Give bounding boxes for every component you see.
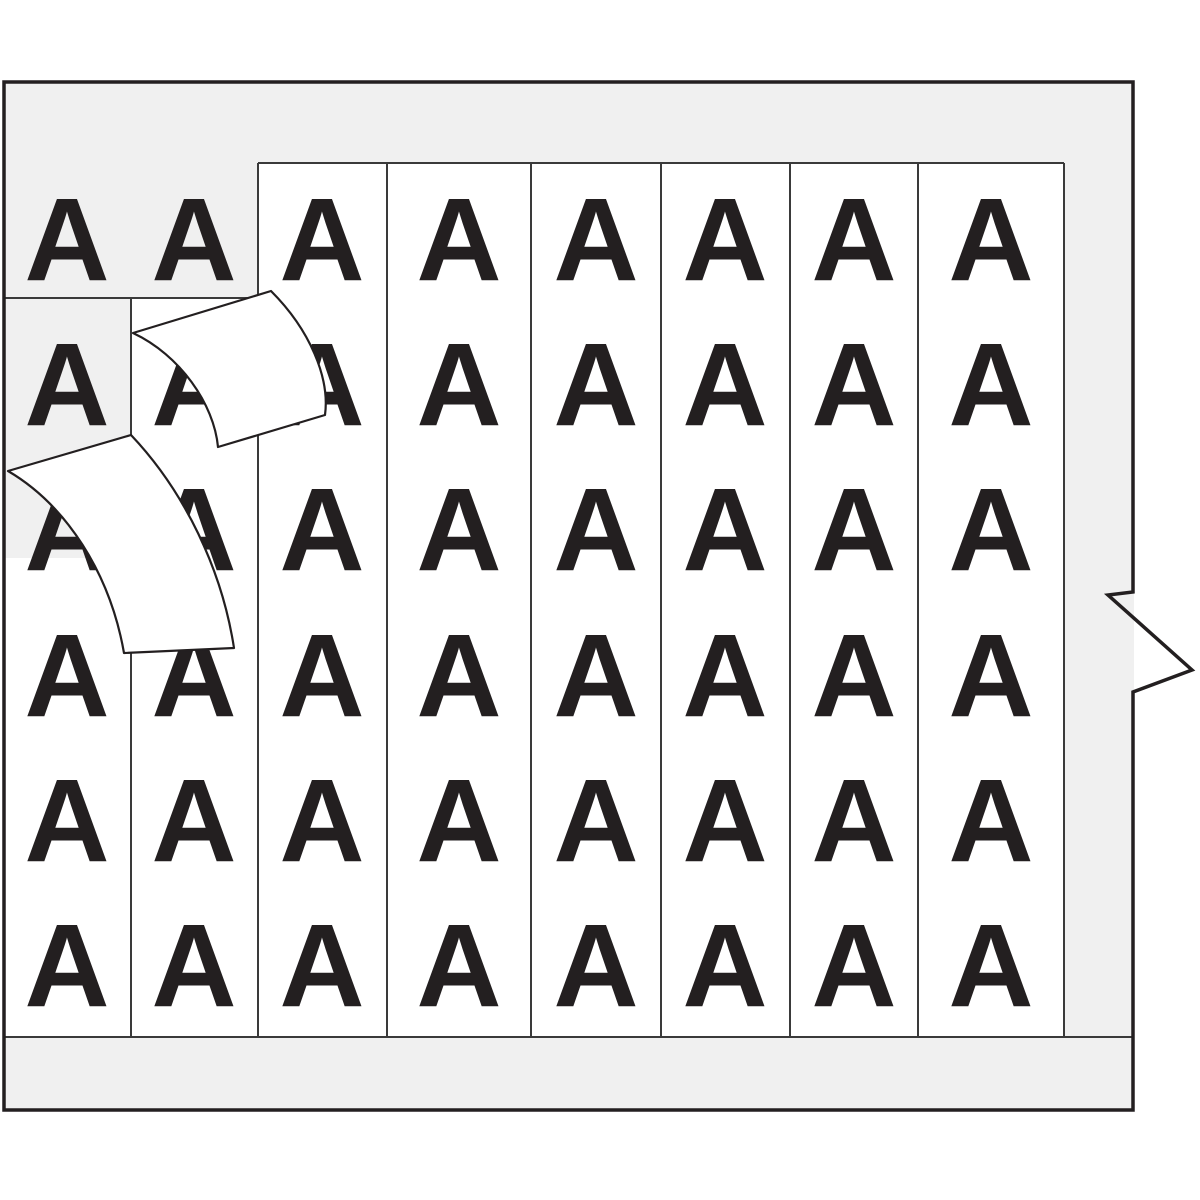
label-letter: A bbox=[416, 319, 501, 451]
peeled-label-lower[interactable] bbox=[6, 433, 236, 655]
label-letter: A bbox=[416, 755, 501, 887]
label-letter: A bbox=[948, 755, 1033, 887]
label-letter: A bbox=[416, 464, 501, 596]
label-letter: A bbox=[811, 755, 896, 887]
label-letter: A bbox=[553, 755, 638, 887]
label-letter: A bbox=[948, 464, 1033, 596]
label-letter: A bbox=[682, 755, 767, 887]
peeled-label-upper[interactable] bbox=[131, 289, 327, 449]
label-letter: A bbox=[682, 319, 767, 451]
backing-corner-upper-left bbox=[4, 163, 258, 298]
label-letter: A bbox=[948, 900, 1033, 1032]
label-letter: A bbox=[416, 174, 501, 306]
label-letter: A bbox=[948, 610, 1033, 742]
label-letter: A bbox=[682, 464, 767, 596]
label-letter: A bbox=[811, 319, 896, 451]
label-letter: A bbox=[279, 464, 364, 596]
label-letter: A bbox=[553, 174, 638, 306]
label-letter: A bbox=[553, 610, 638, 742]
label-letter: A bbox=[279, 900, 364, 1032]
label-letter: A bbox=[811, 174, 896, 306]
peeled-label-lower-shape[interactable] bbox=[6, 433, 236, 655]
label-letter: A bbox=[24, 319, 109, 451]
label-letter: A bbox=[279, 610, 364, 742]
sheet-outline-group bbox=[2, 80, 1196, 1112]
label-letter: A bbox=[682, 610, 767, 742]
label-letter: A bbox=[416, 610, 501, 742]
label-letter: A bbox=[279, 755, 364, 887]
sheet-outline bbox=[2, 80, 1196, 1112]
label-letter: A bbox=[553, 900, 638, 1032]
label-letter: A bbox=[24, 755, 109, 887]
label-letter: A bbox=[682, 900, 767, 1032]
peeled-label-upper-shape[interactable] bbox=[131, 289, 327, 449]
label-letter: A bbox=[151, 174, 236, 306]
label-letter: A bbox=[24, 174, 109, 306]
label-letter: A bbox=[416, 900, 501, 1032]
label-letter: A bbox=[811, 464, 896, 596]
label-letter: A bbox=[948, 174, 1033, 306]
label-letter: A bbox=[24, 610, 109, 742]
backing-separator-lines bbox=[4, 162, 1134, 1038]
label-letter: A bbox=[151, 755, 236, 887]
label-letter: A bbox=[151, 900, 236, 1032]
label-letter: A bbox=[279, 174, 364, 306]
label-letter: A bbox=[553, 464, 638, 596]
label-letter: A bbox=[682, 174, 767, 306]
label-letter: A bbox=[811, 900, 896, 1032]
label-letter: A bbox=[948, 319, 1033, 451]
label-letter: A bbox=[811, 610, 896, 742]
label-letter: A bbox=[553, 319, 638, 451]
label-letter: A bbox=[24, 900, 109, 1032]
